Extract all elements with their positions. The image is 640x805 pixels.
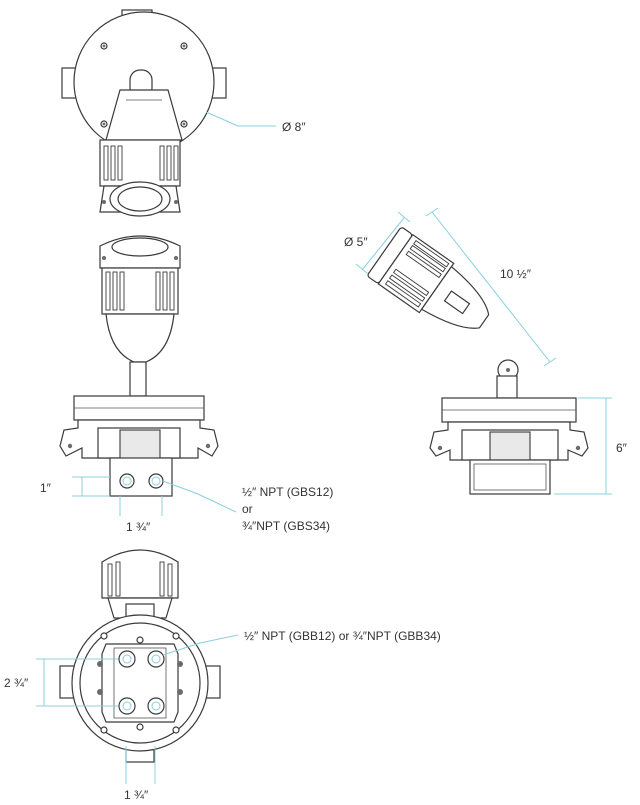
canopy-top-view [61,9,227,217]
base-width-label: 1 ¾″ [124,788,149,802]
overall-height-label: 6″ [616,441,628,455]
gbs-callout-line2: or [242,502,253,516]
box-width-label: 1 ¾″ [126,520,151,534]
fixture-front-view [59,235,219,497]
box-offset-label: 1″ [40,481,52,495]
fixture-bottom-view [59,549,221,763]
gbs-callout-line1: ½″ NPT (GBS12) [242,485,333,499]
gbs-callout-line3: ¾″NPT (GBS34) [242,519,330,533]
gbb-callout: ½″ NPT (GBB12) or ¾″NPT (GBB34) [244,629,441,643]
head-diameter-label: Ø 5″ [344,235,368,249]
canopy-diameter-label: Ø 8″ [282,120,306,134]
fixture-side-view [367,227,589,495]
head-length-label: 10 ½″ [500,267,532,281]
base-height-label: 2 ¾″ [4,676,29,690]
